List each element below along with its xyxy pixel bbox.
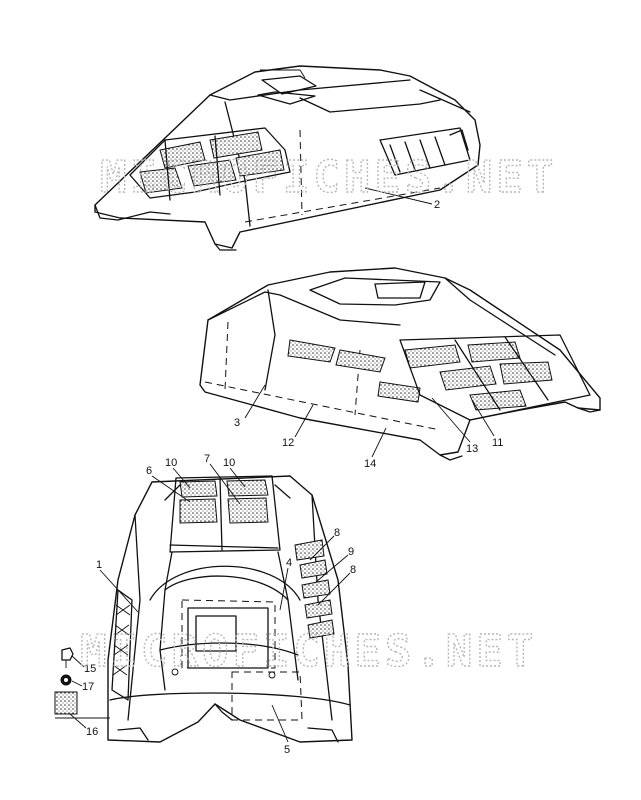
watermark-lower: MICROFICHES.NET <box>80 626 537 677</box>
callout-8-upper: 8 <box>334 527 340 539</box>
hood-front-view: 1 6 10 7 10 8 9 8 4 5 <box>96 453 356 756</box>
callout-2: 2 <box>434 199 440 211</box>
watermark-upper: MICROFICHES.NET <box>100 152 557 203</box>
callout-16: 16 <box>86 726 98 738</box>
callout-6: 6 <box>146 465 152 477</box>
callout-14: 14 <box>364 458 376 470</box>
callout-8-lower: 8 <box>350 564 356 576</box>
callout-7: 7 <box>204 453 210 465</box>
callout-4: 4 <box>286 557 292 569</box>
callout-15: 15 <box>84 663 96 675</box>
callout-1: 1 <box>96 559 102 571</box>
callout-9: 9 <box>348 546 354 558</box>
fastener-parts: 15 17 16 <box>54 647 110 738</box>
hood-side-view: 3 12 14 13 11 <box>199 267 601 470</box>
hood-top-view: 2 <box>94 65 481 251</box>
callout-11: 11 <box>492 437 503 449</box>
callout-5: 5 <box>284 744 290 756</box>
callout-10-right: 10 <box>223 457 235 469</box>
callout-3: 3 <box>234 417 240 429</box>
callout-13: 13 <box>466 443 478 455</box>
callout-10-left: 10 <box>165 457 177 469</box>
callout-17: 17 <box>82 681 94 693</box>
callout-12: 12 <box>282 437 294 449</box>
